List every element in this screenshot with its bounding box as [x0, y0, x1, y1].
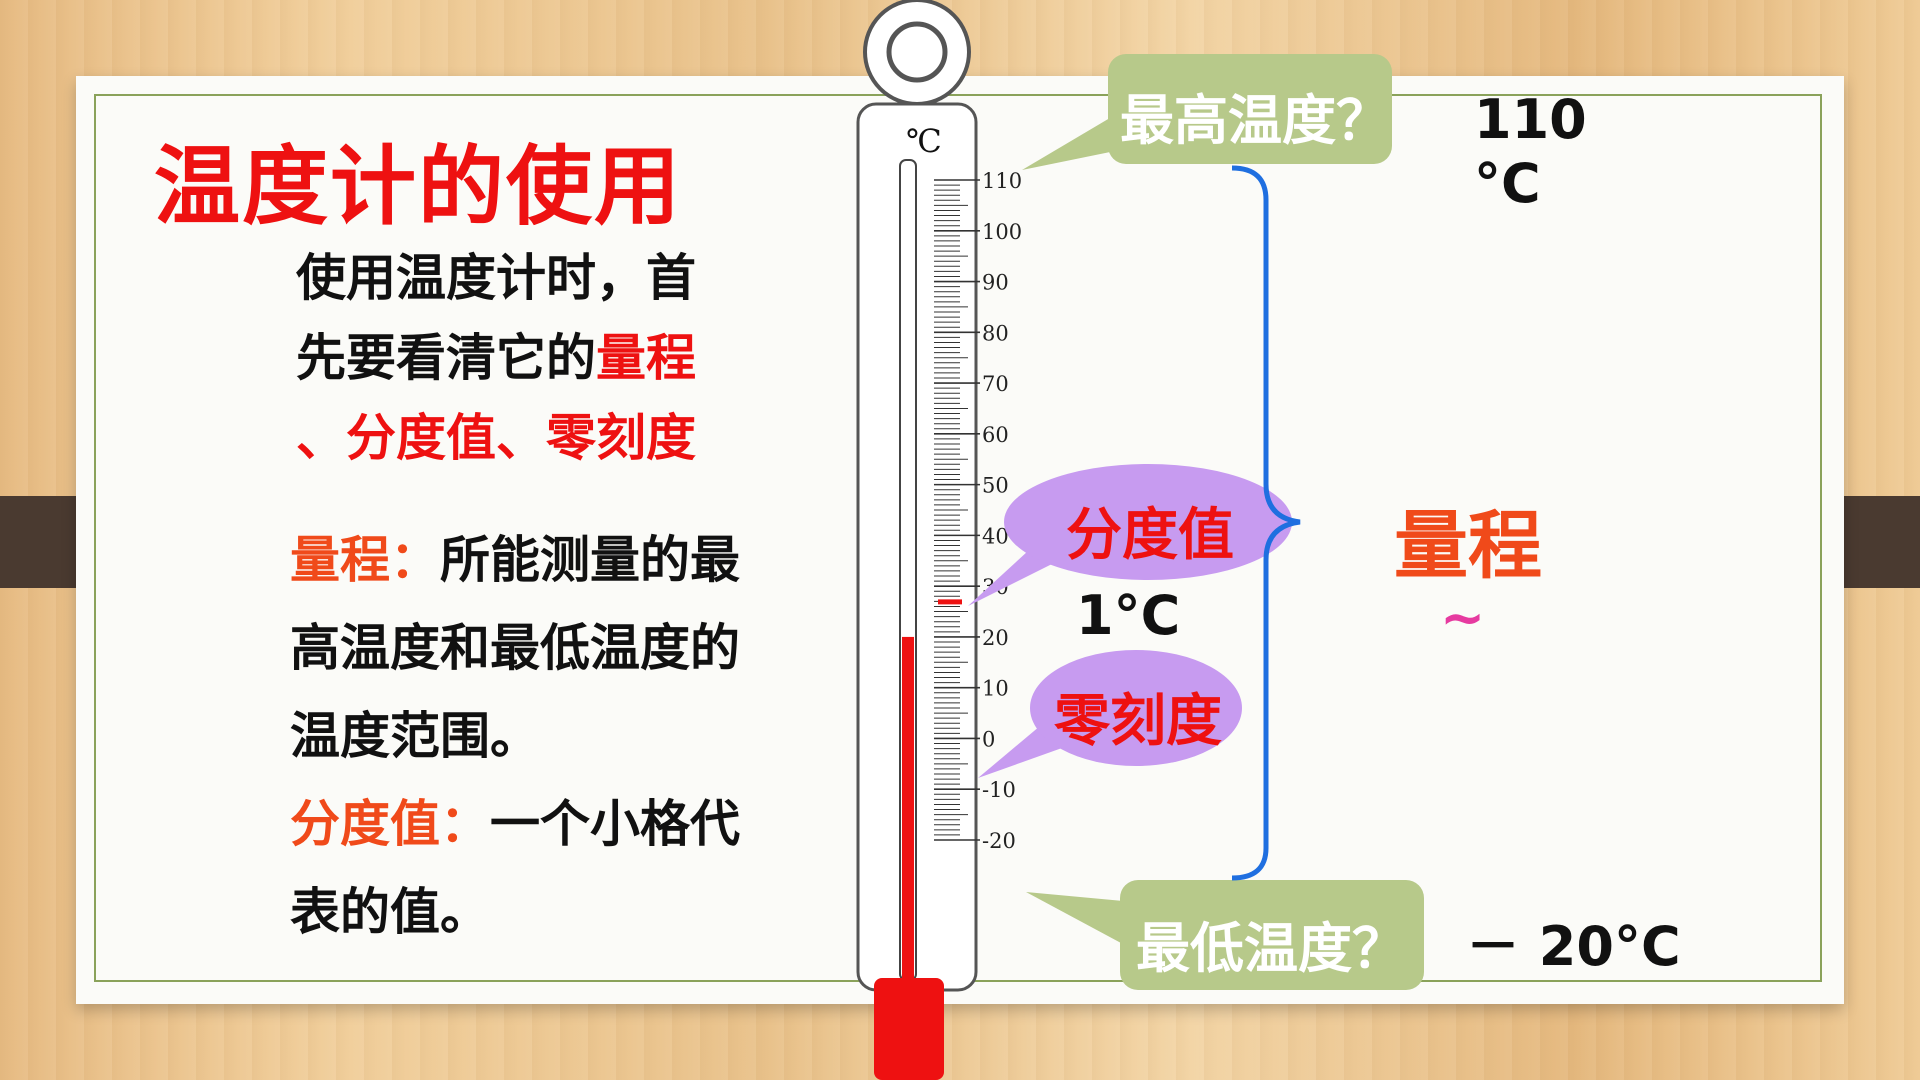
- scale-label: 90: [982, 271, 1009, 295]
- division-callout-bubble: [1004, 464, 1292, 580]
- max-temp-unit: °C: [1474, 152, 1541, 215]
- division-def-line-1: 分度值：一个小格代: [290, 780, 810, 868]
- min-callout-box: [1120, 880, 1424, 990]
- thermometer-bulb: [874, 978, 944, 1080]
- liquid-column: [902, 636, 914, 980]
- intro-line-3: 、分度值、零刻度: [296, 409, 696, 467]
- hanging-ring-hole: [886, 21, 948, 83]
- min-temp-answer: － 20°C: [1466, 915, 1681, 978]
- min-temp-question: 最低温度？: [1136, 917, 1406, 980]
- scale-label: 70: [982, 372, 1009, 396]
- max-callout-tail: [1022, 112, 1120, 170]
- max-temp-value: 110: [1474, 88, 1587, 151]
- range-brace: [1231, 165, 1301, 881]
- scale-label: 80: [982, 321, 1009, 345]
- max-temp-answer: 110 °C: [1474, 88, 1587, 216]
- division-answer: 1°C: [1076, 584, 1181, 647]
- scale-label: 20: [982, 626, 1009, 650]
- scale-label: 110: [982, 169, 1022, 193]
- unit-label: ℃: [906, 122, 942, 160]
- scale-label: 0: [982, 727, 995, 751]
- min-callout-tail: [1026, 892, 1134, 950]
- scale-label: -10: [982, 778, 1016, 802]
- range-def-line-2: 高温度和最低温度的: [290, 619, 740, 677]
- intro-line-2: 先要看清它的量程: [296, 318, 766, 398]
- max-temp-question: 最高温度？: [1120, 89, 1390, 152]
- range-term: 量程：: [290, 531, 440, 589]
- scale-label: 10: [982, 677, 1009, 701]
- scale-label: 60: [982, 423, 1009, 447]
- scale-label: 50: [982, 474, 1009, 498]
- scale-label: 40: [982, 524, 1009, 548]
- range-def-text-1: 所能测量的最: [440, 531, 740, 589]
- division-def-text-1: 一个小格代: [490, 795, 740, 853]
- division-term: 分度值：: [290, 795, 490, 853]
- intro-range-term: 量程: [596, 329, 696, 387]
- definitions: 量程：所能测量的最 高温度和最低温度的 温度范围。 分度值：一个小格代 表的值。: [290, 516, 810, 956]
- division-def-line-2: 表的值。: [290, 883, 490, 941]
- range-tilde: ~: [1440, 586, 1486, 649]
- division-callout-label: 分度值: [1066, 503, 1234, 568]
- zero-callout-bubble: [1030, 650, 1242, 766]
- slide-title: 温度计的使用: [154, 137, 682, 237]
- range-def-line-3: 温度范围。: [290, 707, 540, 765]
- scale-label: 100: [982, 220, 1022, 244]
- range-def-line-1: 量程：所能测量的最: [290, 516, 810, 604]
- intro-line-2-text: 先要看清它的: [296, 329, 596, 387]
- reading-marker: [938, 599, 962, 605]
- range-label: 量程: [1394, 503, 1542, 589]
- intro-paragraph: 使用温度计时，首 先要看清它的量程 、分度值、零刻度: [296, 238, 766, 478]
- intro-line-1: 使用温度计时，首: [296, 249, 696, 307]
- max-callout-box: [1108, 54, 1392, 164]
- zero-callout-tail: [978, 726, 1062, 778]
- scale-label: -20: [982, 829, 1016, 853]
- zero-callout-label: 零刻度: [1054, 689, 1222, 754]
